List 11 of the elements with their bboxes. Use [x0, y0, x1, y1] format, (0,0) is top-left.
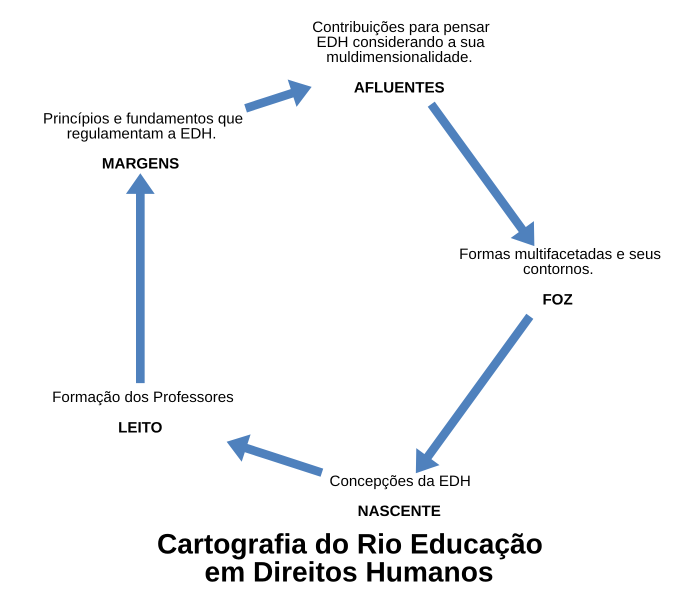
- arrow: [427, 101, 534, 246]
- node-text: Concepções da EDH NASCENTE: [329, 472, 470, 520]
- node-text: Contribuições para pensar EDH considerando a sua muldimensionalidade. AFLUENTES: [312, 18, 490, 96]
- node-text: Princípios e fundamentos que regulamentam a EDH. MARGENS: [42, 110, 243, 172]
- arrow: [415, 313, 533, 473]
- arrow: [226, 434, 323, 476]
- diagram-title: Cartografia do Rio Educação em Direitos Humanos: [156, 528, 542, 588]
- arrow: [244, 79, 312, 112]
- arrow: [125, 172, 154, 383]
- node-text: Formas multifacetadas e seus contornos. FOZ: [458, 245, 660, 308]
- node-text: Formação dos Professores LEITO: [52, 388, 234, 436]
